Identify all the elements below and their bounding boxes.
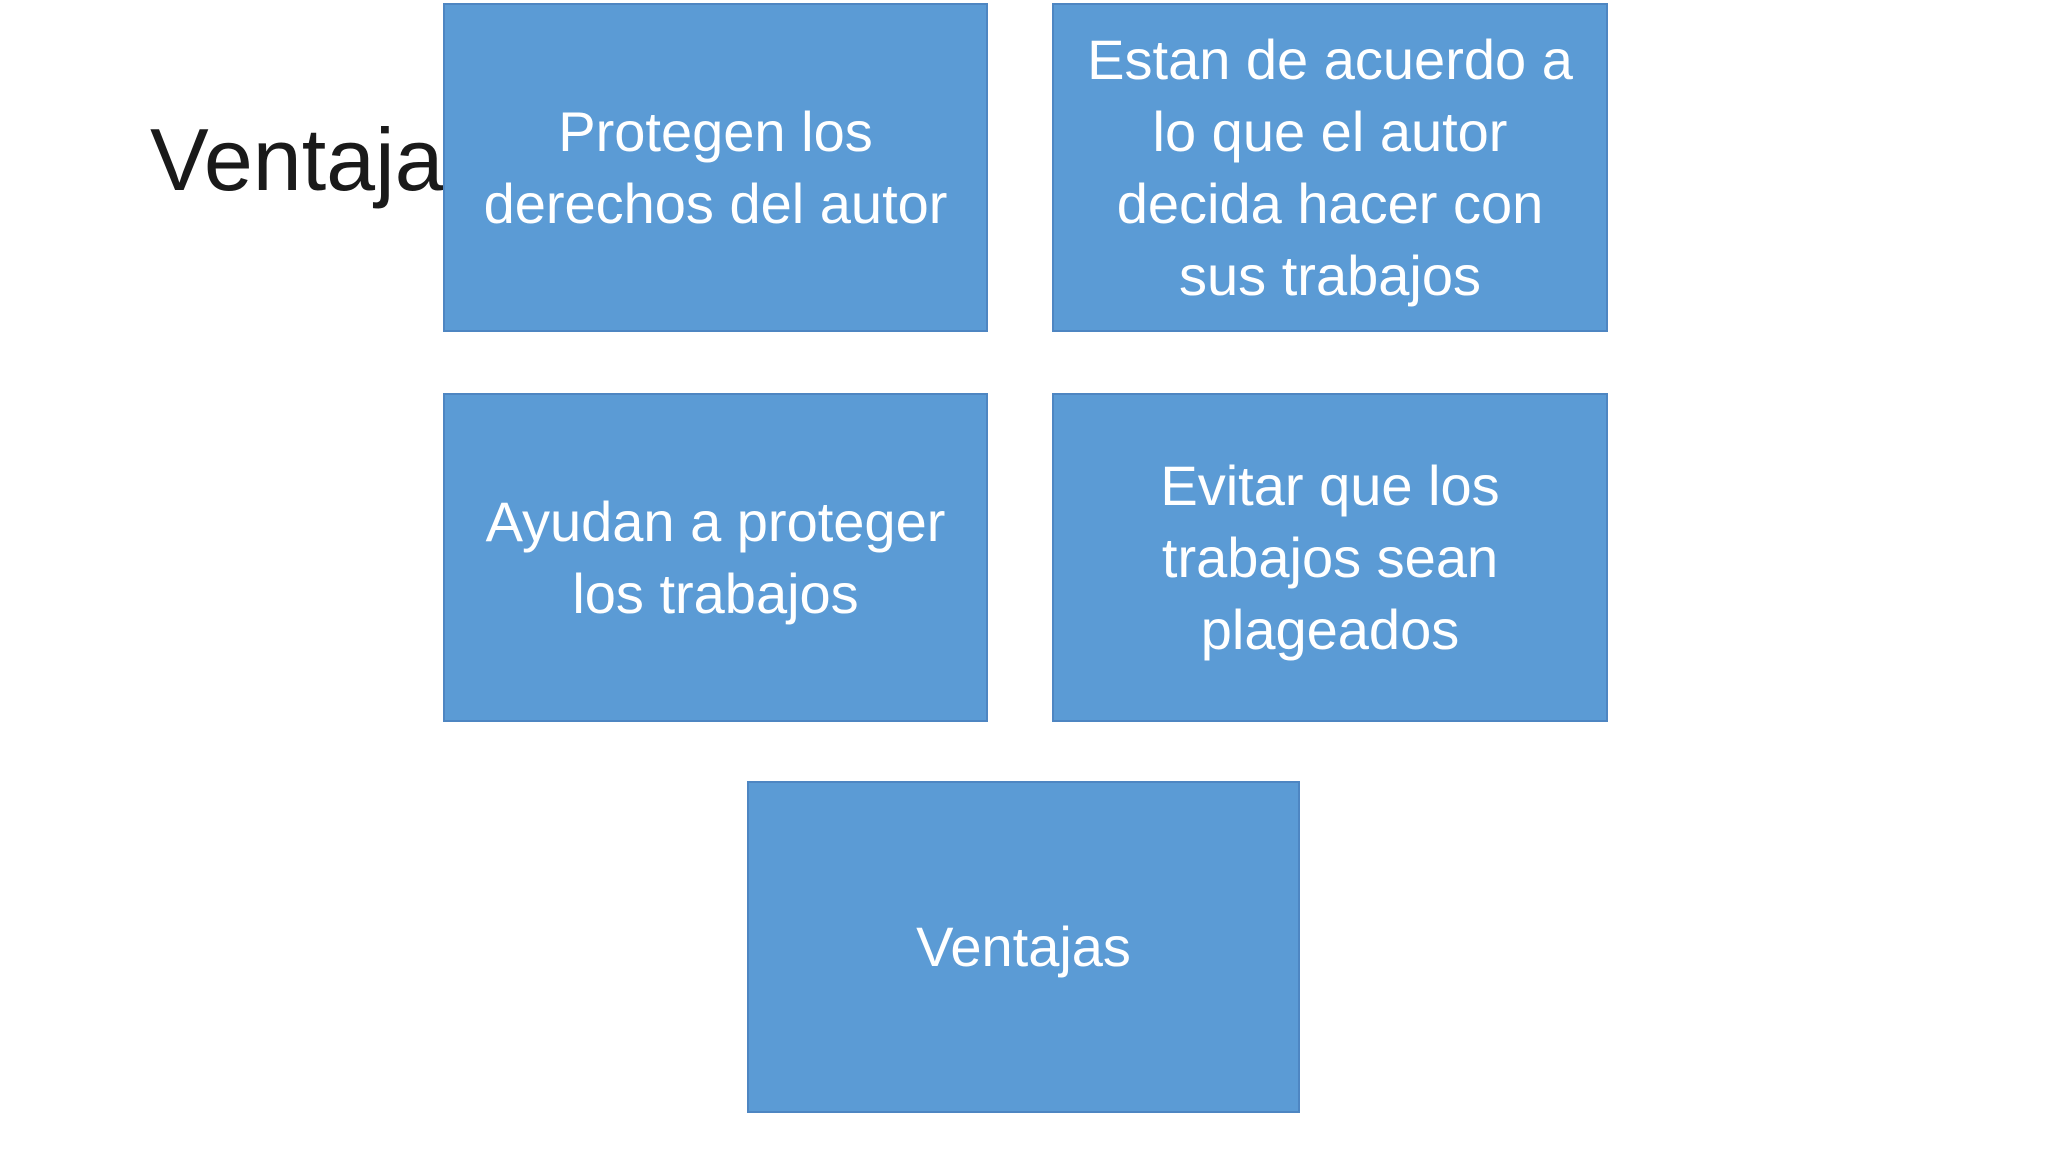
box-text-line: trabajos sean <box>1161 525 1499 589</box>
box-text-line: Estan de acuerdo a <box>1087 27 1573 91</box>
diagram-box-ventajas: Ventajas <box>747 781 1300 1113</box>
slide-title: Ventaja <box>150 110 444 209</box>
box-text-line: decida hacer con <box>1116 171 1544 235</box>
box-text-line: derechos del autor <box>483 171 948 235</box>
box-text-line: plageados <box>1200 597 1460 661</box>
box-text-line: sus trabajos <box>1179 243 1481 307</box>
diagram-box-evitar-plagio: Evitar que los trabajos sean plageados <box>1052 393 1608 722</box>
box-text-line: Protegen los <box>558 99 873 163</box>
box-text-line: Ventajas <box>916 915 1131 978</box>
diagram-box-protegen-derechos: Protegen los derechos del autor <box>443 3 988 332</box>
box-text-line: los trabajos <box>572 561 859 625</box>
box-text-line: Ayudan a proteger <box>485 489 946 553</box>
box-text-line: lo que el autor <box>1152 99 1508 163</box>
box-text-line: Evitar que los <box>1160 453 1500 517</box>
diagram-box-ayudan-proteger: Ayudan a proteger los trabajos <box>443 393 988 722</box>
diagram-box-acuerdo-autor: Estan de acuerdo a lo que el autor decid… <box>1052 3 1608 332</box>
